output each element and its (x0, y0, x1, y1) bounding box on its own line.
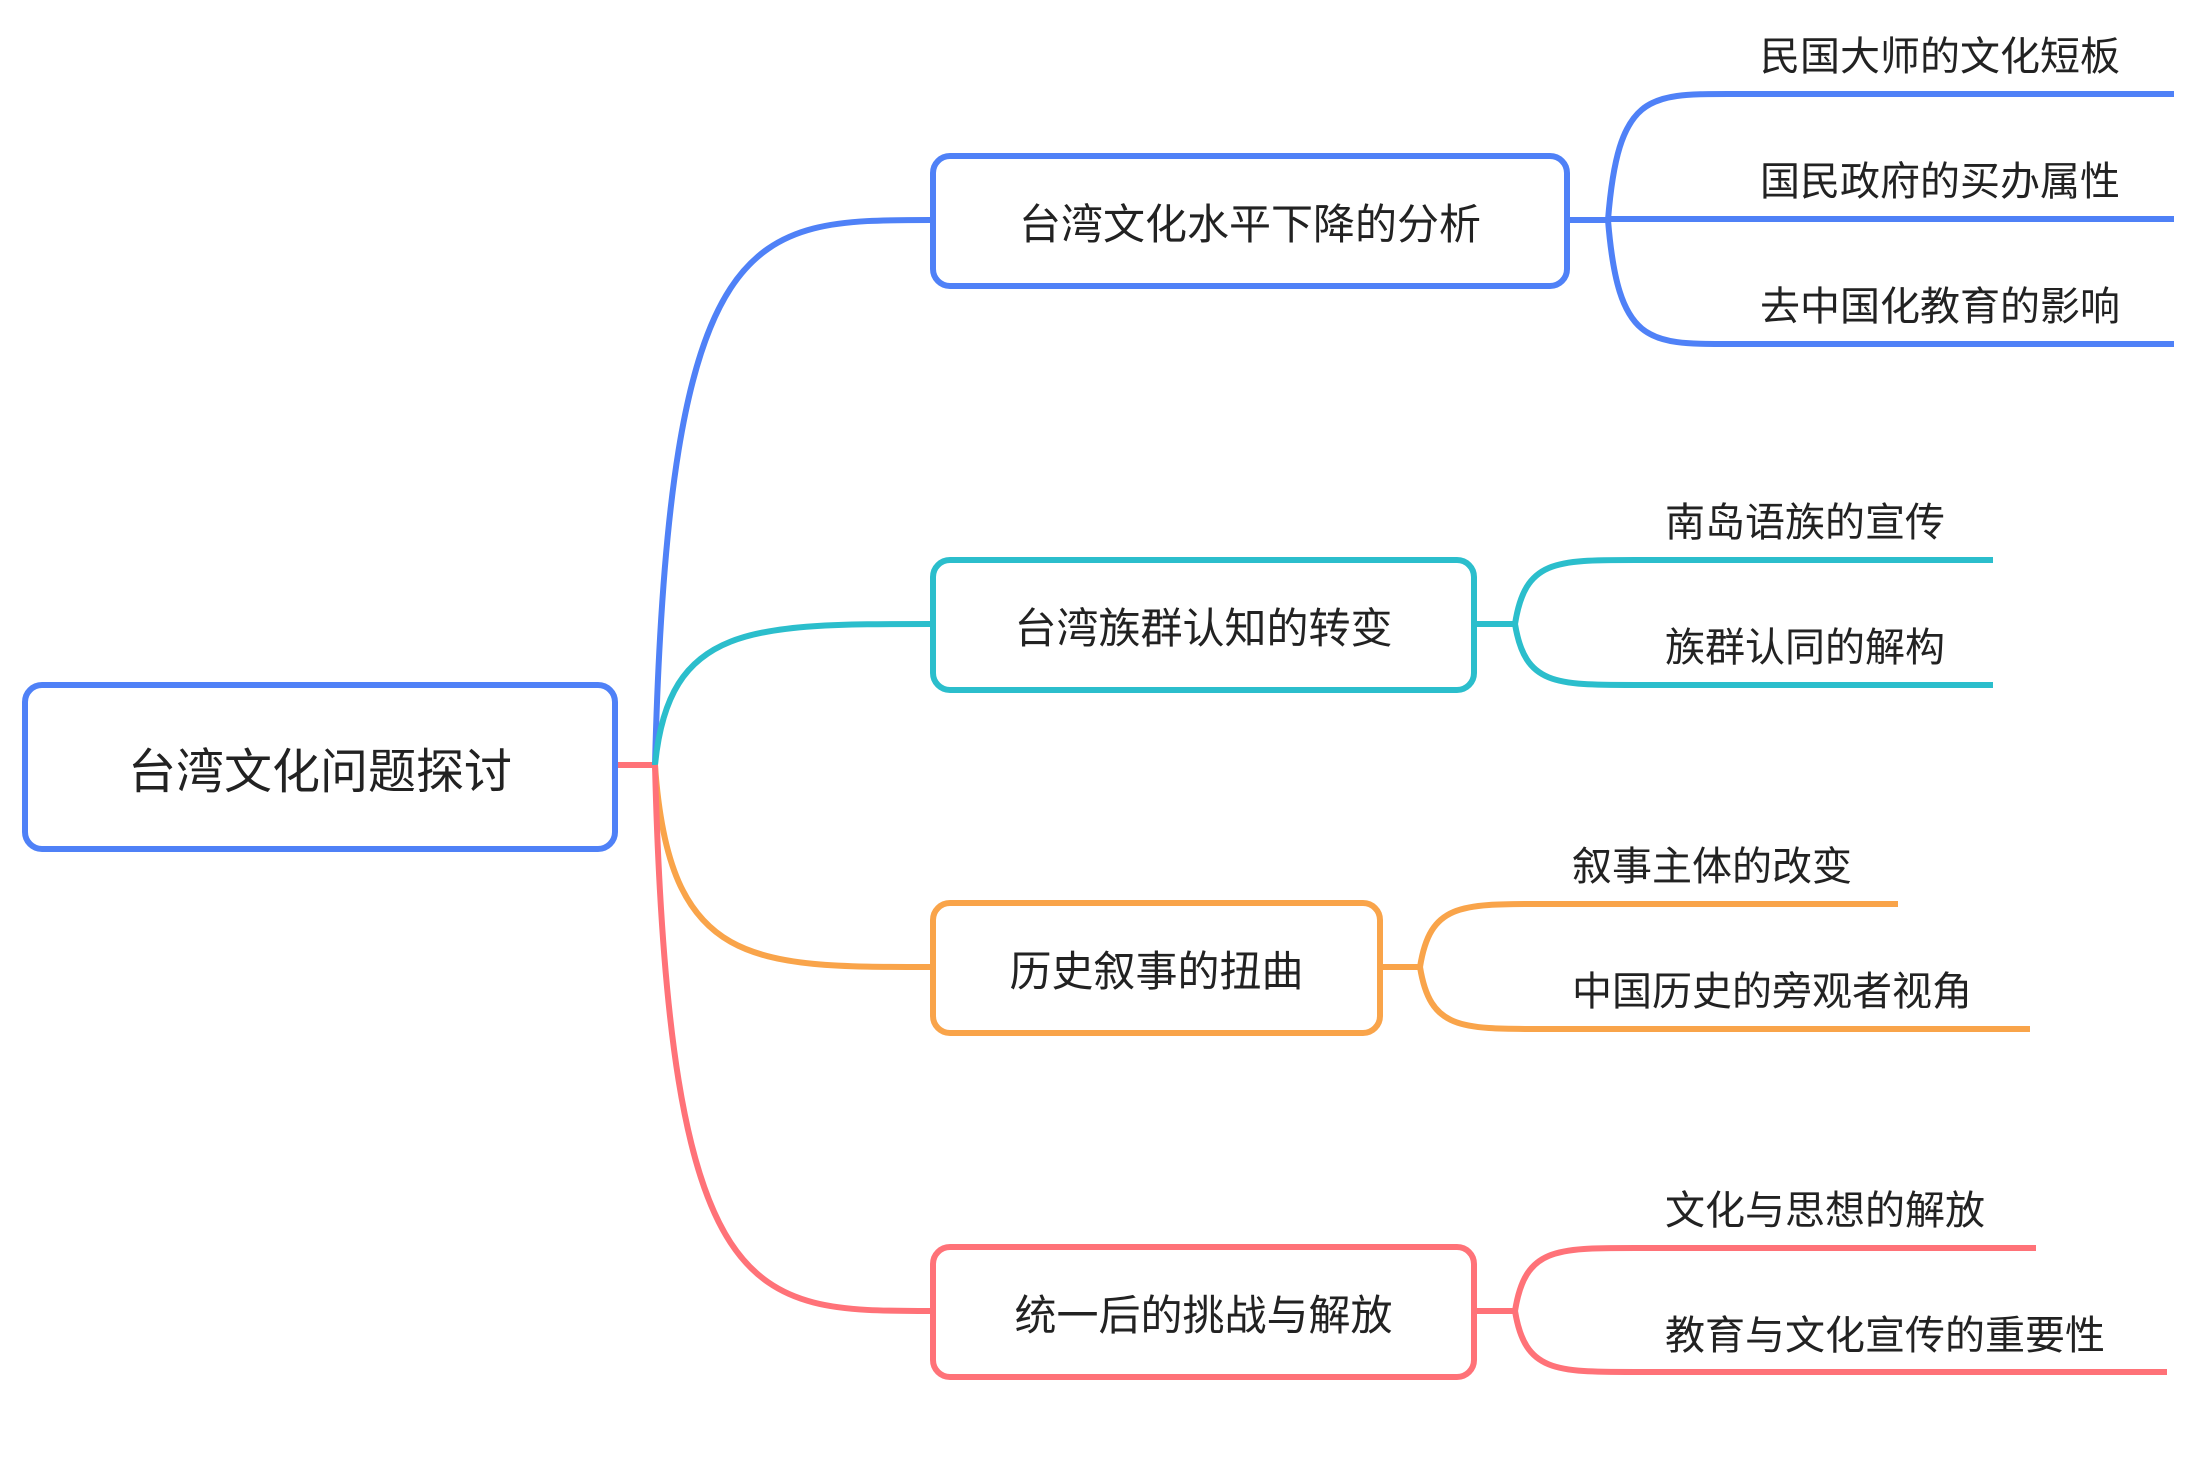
leaf-label: 教育与文化宣传的重要性 (1665, 1313, 2105, 1359)
leaf-connector (1512, 623, 1993, 688)
branch-node-ethnic-cognition[interactable]: 台湾族群认知的转变 (930, 557, 1477, 693)
branch-connector (652, 764, 931, 1314)
leaf-node[interactable]: 教育与文化宣传的重要性 (1665, 1303, 2105, 1361)
leaf-connector (1512, 1310, 2167, 1375)
branch-node-post-unification[interactable]: 统一后的挑战与解放 (930, 1244, 1477, 1380)
root-node[interactable]: 台湾文化问题探讨 (22, 682, 618, 852)
branch-connector (652, 764, 931, 970)
branch-node-culture-decline[interactable]: 台湾文化水平下降的分析 (930, 153, 1570, 289)
branch-connector (652, 217, 931, 766)
leaf-node[interactable]: 南岛语族的宣传 (1665, 490, 1945, 548)
leaf-node[interactable]: 民国大师的文化短板 (1760, 24, 2120, 82)
leaf-node[interactable]: 叙事主体的改变 (1572, 834, 1852, 892)
branch-node-history-narrative[interactable]: 历史叙事的扭曲 (930, 900, 1383, 1036)
branch-label: 统一后的挑战与解放 (1014, 1290, 1393, 1340)
root-label: 台湾文化问题探讨 (127, 744, 512, 800)
leaf-label: 文化与思想的解放 (1665, 1188, 1985, 1234)
leaf-connector (1605, 219, 2174, 347)
leaf-label: 南岛语族的宣传 (1665, 500, 1945, 546)
leaf-connector (1417, 901, 1898, 968)
leaf-label: 族群认同的解构 (1665, 625, 1945, 671)
leaf-connector (1512, 1245, 2036, 1312)
leaf-node[interactable]: 文化与思想的解放 (1665, 1178, 1985, 1236)
leaf-connector (1512, 557, 1993, 625)
leaf-label: 去中国化教育的影响 (1760, 284, 2120, 330)
leaf-label: 国民政府的买办属性 (1760, 159, 2120, 205)
leaf-label: 中国历史的旁观者视角 (1572, 969, 1972, 1015)
leaf-label: 叙事主体的改变 (1572, 844, 1852, 890)
leaf-label: 民国大师的文化短板 (1760, 34, 2120, 80)
leaf-node[interactable]: 族群认同的解构 (1665, 615, 1945, 673)
branch-label: 历史叙事的扭曲 (1009, 946, 1304, 996)
branch-connector (652, 621, 931, 766)
leaf-connector (1417, 966, 2030, 1032)
leaf-node[interactable]: 去中国化教育的影响 (1760, 274, 2120, 332)
leaf-node[interactable]: 国民政府的买办属性 (1760, 149, 2120, 207)
branch-label: 台湾族群认知的转变 (1014, 603, 1393, 653)
branch-label: 台湾文化水平下降的分析 (1018, 199, 1481, 249)
leaf-node[interactable]: 中国历史的旁观者视角 (1572, 959, 1972, 1017)
leaf-connector (1605, 91, 2174, 221)
